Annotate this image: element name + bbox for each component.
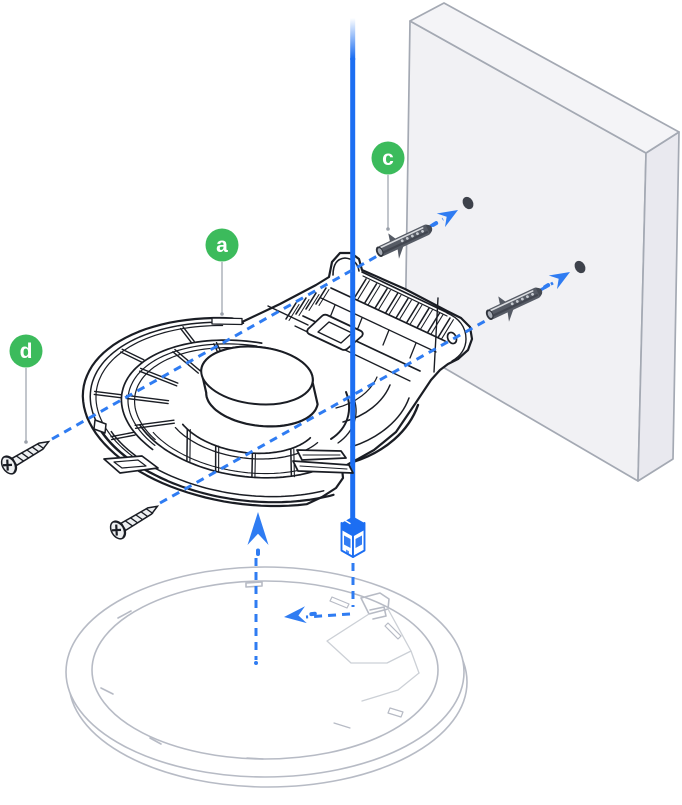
svg-text:c: c — [382, 147, 394, 170]
svg-text:d: d — [20, 340, 33, 363]
svg-text:a: a — [216, 234, 228, 257]
